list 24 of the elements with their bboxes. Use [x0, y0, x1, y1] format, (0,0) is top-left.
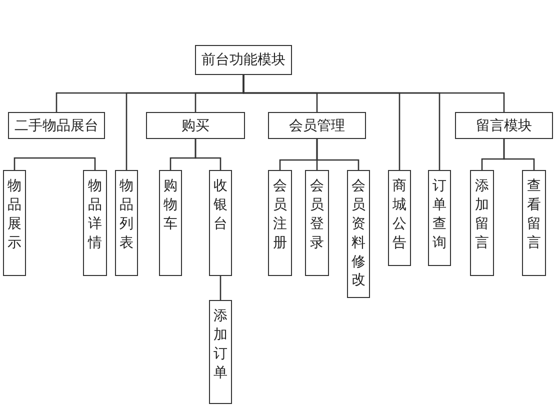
connector-line — [503, 139, 535, 170]
function-box: 添加订单 — [209, 300, 232, 404]
function-box: 会员登录 — [305, 170, 329, 276]
connector-line — [14, 157, 96, 170]
module-box: 留言模块 — [455, 112, 553, 139]
function-box: 会员资料修改 — [347, 170, 370, 298]
function-box: 订单查询 — [428, 170, 451, 266]
function-box: 物品详情 — [83, 170, 107, 276]
function-box: 添加留言 — [470, 170, 494, 276]
module-box: 购买 — [146, 112, 245, 139]
connector-line — [242, 75, 505, 112]
function-box: 物品列表 — [115, 170, 138, 276]
function-box: 会员注册 — [268, 170, 292, 276]
function-box: 购物车 — [159, 170, 182, 276]
module-box: 前台功能模块 — [195, 45, 292, 75]
connector-line — [220, 276, 222, 300]
function-box: 商城公告 — [388, 170, 411, 266]
function-box: 查看留言 — [522, 170, 546, 276]
module-box: 二手物品展台 — [8, 112, 105, 139]
connector-line — [316, 139, 360, 170]
connector-line — [194, 139, 222, 170]
module-box: 会员管理 — [268, 112, 366, 139]
function-box: 收银台 — [209, 170, 232, 276]
function-box: 物品展示 — [3, 170, 26, 276]
